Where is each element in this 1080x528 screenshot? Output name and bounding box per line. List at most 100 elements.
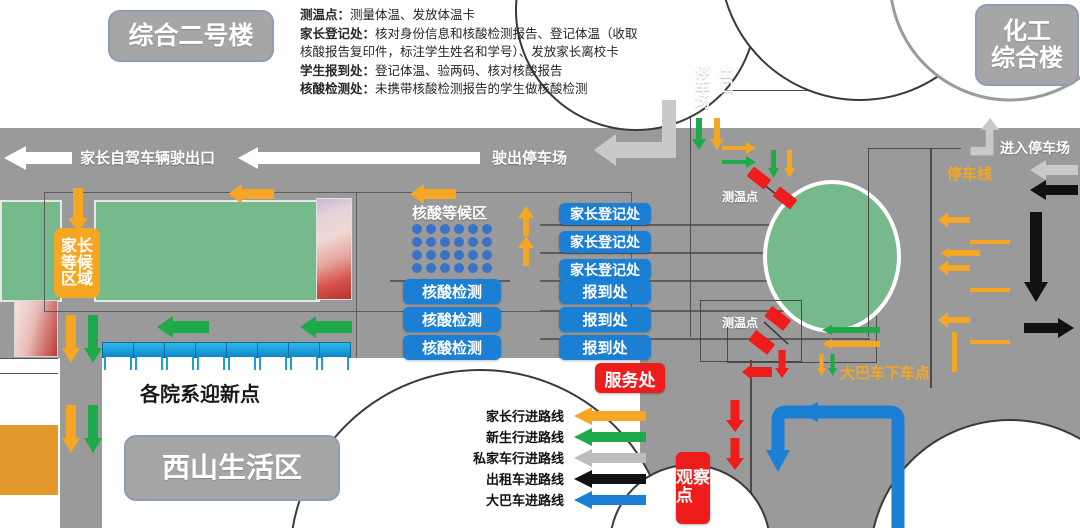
- yellow-arrow-up-1: [518, 206, 534, 236]
- building-label-xishan[interactable]: 西山生活区: [124, 435, 340, 501]
- green-arrow-left-2: [300, 316, 352, 338]
- green-arrow-down-left-mid: [84, 315, 102, 363]
- station-parent-registration-1[interactable]: 家长登记处: [559, 203, 651, 225]
- inner-road-outline-right2: [690, 90, 869, 337]
- yellow-arrow-left-mid-right: [940, 248, 980, 258]
- parking-line-markers: [938, 212, 1010, 344]
- info-line-2: 核酸报告复印件，标注学生姓名和学号）、发放家长离校卡: [300, 43, 638, 62]
- label-bus-dropoff: 大巴车下车点: [840, 364, 931, 382]
- queue-dot: [454, 250, 464, 260]
- station-nucleic-test-1[interactable]: 核酸检测: [403, 279, 501, 304]
- legend-arrow-parent: [574, 406, 646, 425]
- green-arrow-down-exit: [692, 118, 706, 150]
- queue-dot: [426, 237, 436, 247]
- building-label-zonghe-2[interactable]: 综合二号楼: [108, 10, 274, 62]
- label-observation-point[interactable]: 观察 点: [676, 452, 710, 524]
- legend-arrow-taxi: [574, 469, 646, 488]
- queue-dot: [440, 263, 450, 273]
- tent-booth: [164, 342, 196, 370]
- station-parent-registration-3[interactable]: 家长登记处: [559, 259, 651, 281]
- parent-waiting-area-label[interactable]: 家长 等候 区域: [54, 228, 100, 298]
- label-welcome-points: 各院系迎新点: [140, 382, 260, 406]
- white-arrow-exit-far-left: [4, 146, 72, 170]
- tent-booth-row: [102, 342, 351, 370]
- legend-label-1: 新生行进路线: [485, 431, 564, 446]
- queue-dot: [426, 250, 436, 260]
- tent-booth: [195, 342, 227, 370]
- gray-arrow-enter-parking: [970, 118, 1000, 156]
- info-desc-2: 核酸报告复印件，标注学生姓名和学号）、发放家长离校卡: [300, 44, 619, 59]
- queue-dot: [440, 224, 450, 234]
- queue-dot: [412, 237, 422, 247]
- station-report-desk-1[interactable]: 报到处: [559, 279, 651, 304]
- queue-dot: [482, 263, 492, 273]
- tent-booth: [133, 342, 165, 370]
- legend-arrow-private-car: [574, 448, 646, 467]
- yellow-arrow-down-exit: [710, 118, 724, 150]
- legend-row-3: 出租车进路线: [452, 468, 646, 489]
- label-service-desk[interactable]: 服务处: [595, 363, 665, 393]
- station-nucleic-test-3[interactable]: 核酸检测: [403, 335, 501, 360]
- label-parking-line: 停车线: [947, 165, 993, 183]
- label-temp-check-bottom: 测温点: [722, 316, 759, 330]
- queue-dot: [454, 237, 464, 247]
- red-arrow-down-3: [726, 438, 744, 470]
- queue-dot: [468, 224, 478, 234]
- station-nucleic-test-2[interactable]: 核酸检测: [403, 307, 501, 332]
- tent-booth: [102, 342, 134, 370]
- label-nucleic-waiting: 核酸等候区: [412, 204, 488, 222]
- inner-road-outline-right5: [750, 360, 752, 525]
- orange-ground-block: [0, 425, 58, 495]
- center-banner-image: [316, 198, 352, 300]
- red-arrow-down-1: [775, 350, 789, 378]
- label-temp-check-top: 测温点: [722, 190, 759, 204]
- queue-dot: [468, 237, 478, 247]
- green-arrow-left-1: [157, 316, 209, 338]
- blue-bus-route-arrow: [766, 402, 905, 528]
- label-parking-lot: 停车场: [693, 64, 711, 109]
- road-top-horizontal: [0, 128, 1080, 188]
- yellow-arrow-right-top: [722, 142, 756, 154]
- legend-row-2: 私家车行进路线: [452, 447, 646, 468]
- yellow-arrow-down-left-low: [62, 405, 80, 453]
- station-parent-registration-2[interactable]: 家长登记处: [559, 231, 651, 253]
- station-report-desk-2[interactable]: 报到处: [559, 307, 651, 332]
- green-arrow-left-busarea: [822, 325, 880, 335]
- building-label-huagong[interactable]: 化工 综合楼: [975, 4, 1079, 86]
- red-arrow-left-1: [742, 364, 772, 380]
- tent-booth-body: [135, 357, 163, 370]
- inner-road-outline-right3: [868, 148, 961, 337]
- divider-line-5: [540, 338, 870, 340]
- inner-road-outline-right6: [930, 148, 932, 388]
- queue-dot: [412, 224, 422, 234]
- temp-check-barrier-bottom: [748, 306, 791, 355]
- tent-booth-body: [321, 357, 349, 370]
- queue-dot: [440, 237, 450, 247]
- divider-line-3: [540, 280, 870, 282]
- plaza-outline-2: [356, 192, 631, 358]
- queue-dot: [440, 250, 450, 260]
- yellow-bar-mid-right: [952, 332, 957, 372]
- yellow-arrow-down-left-mid: [62, 315, 80, 363]
- tent-booth: [319, 342, 351, 370]
- station-report-desk-3[interactable]: 报到处: [559, 335, 651, 360]
- legend-arrow-bus: [574, 490, 646, 509]
- label-parent-car-exit: 家长自驾车辆驶出口: [80, 149, 216, 167]
- white-arrow-long: [238, 147, 480, 169]
- green-area-main: [94, 200, 320, 302]
- yellow-arrow-down-small: [784, 150, 795, 178]
- label-enter-parking: 进入停车场: [1000, 141, 1070, 157]
- black-arrow-right-bottom-edge: [1024, 318, 1074, 338]
- yellow-arrow-left-busarea: [822, 339, 880, 349]
- label-drive-out-parking: 驶出停车场: [492, 149, 568, 167]
- queue-dot: [454, 224, 464, 234]
- green-arrow-down-small: [768, 150, 779, 178]
- info-panel: 测温点：测量体温、发放体温卡 家长登记处：核对身份信息和核酸检测报告、登记体温（…: [300, 6, 638, 99]
- legend-row-0: 家长行进路线: [452, 405, 646, 426]
- divider-line-4: [540, 310, 870, 312]
- gray-arrow-left-right-edge: [1030, 160, 1078, 180]
- queue-dot: [412, 263, 422, 273]
- black-arrow-down-right-edge: [1024, 212, 1048, 302]
